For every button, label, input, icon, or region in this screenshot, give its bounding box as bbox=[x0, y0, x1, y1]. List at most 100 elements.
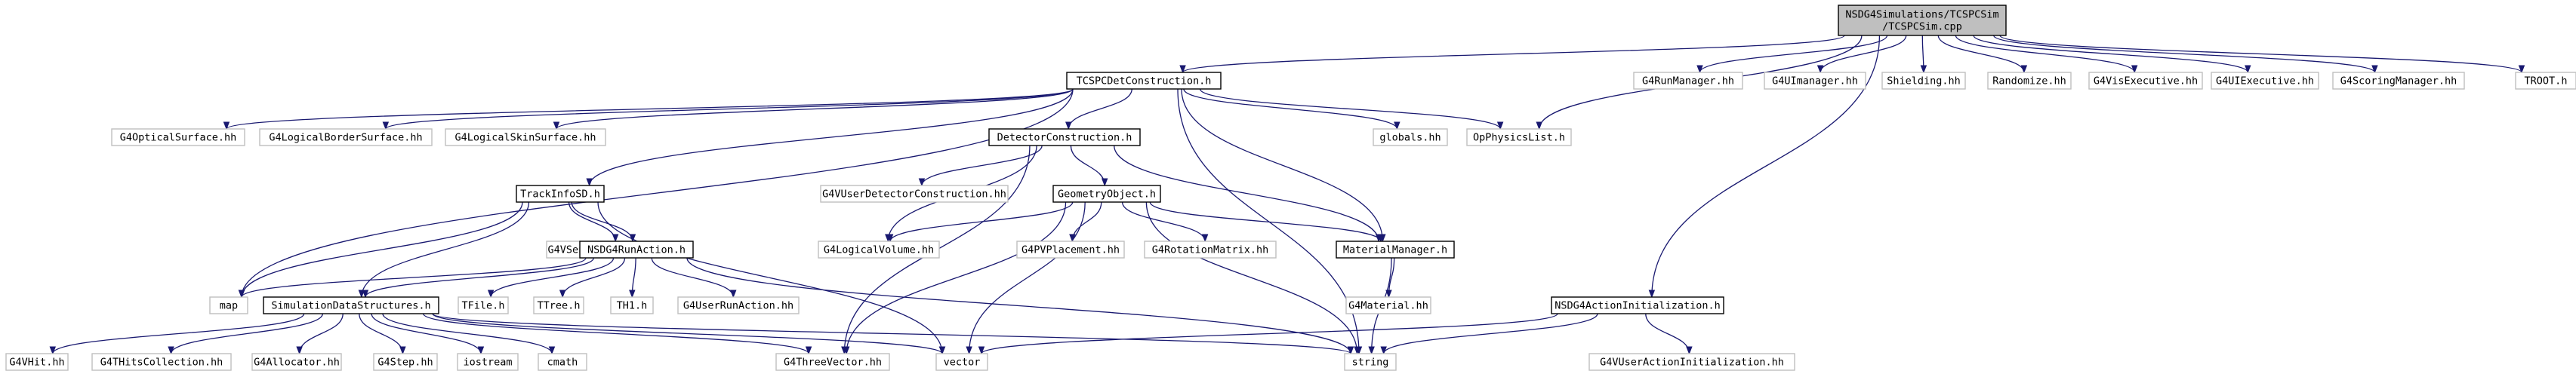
node-TH1: TH1.h bbox=[610, 296, 654, 314]
node-box-Shielding bbox=[1881, 72, 1966, 90]
arrowhead-SimulationDataStructures-to-G4Allocator bbox=[296, 346, 303, 355]
edge-TCSPCDetConstruction-to-DetectorConstruction bbox=[1068, 88, 1132, 130]
node-G4LogicalVolume: G4LogicalVolume.hh bbox=[818, 241, 940, 259]
edge-GeometryObject-to-MaterialManager bbox=[1149, 201, 1382, 242]
node-G4UIExecutive: G4UIExecutive.hh bbox=[2211, 72, 2319, 90]
node-label-G4VUserActionInitialization: G4VUserActionInitialization.hh bbox=[1600, 357, 1784, 369]
node-label-G4OpticalSurface: G4OpticalSurface.hh bbox=[120, 132, 236, 144]
node-label-TH1: TH1.h bbox=[617, 300, 648, 312]
node-SimulationDataStructures[interactable]: SimulationDataStructures.h bbox=[263, 296, 439, 314]
node-box-G4Allocator bbox=[251, 353, 342, 371]
arrowhead-NSDG4RunAction-to-G4UserRunAction bbox=[730, 290, 737, 299]
edge-root-to-NSDG4ActionInitialization bbox=[1651, 35, 1881, 298]
arrowhead-GeometryObject-to-string bbox=[1354, 346, 1360, 355]
node-label-NSDG4ActionInitialization: NSDG4ActionInitialization.h bbox=[1555, 300, 1720, 312]
node-TCSPCDetConstruction[interactable]: TCSPCDetConstruction.h bbox=[1066, 72, 1222, 90]
arrowhead-NSDG4RunAction-to-TFile bbox=[487, 290, 495, 299]
node-label-GeometryObject: GeometryObject.h bbox=[1058, 188, 1156, 201]
node-GeometryObject[interactable]: GeometryObject.h bbox=[1052, 185, 1161, 203]
node-box-TROOT bbox=[2515, 72, 2576, 90]
node-label-G4LogicalSkinSurface: G4LogicalSkinSurface.hh bbox=[455, 132, 596, 144]
node-box-G4VUserActionInitialization bbox=[1588, 353, 1795, 371]
edge-root-to-TROOT bbox=[1999, 35, 2522, 73]
edge-NSDG4RunAction-to-map bbox=[241, 257, 587, 298]
edge-NSDG4RunAction-to-G4UserRunAction bbox=[651, 257, 734, 298]
node-box-OpPhysicsList bbox=[1466, 128, 1572, 146]
arrowhead-DetectorConstruction-to-G4VUserDetectorConstruction bbox=[918, 178, 926, 187]
node-label-DetectorConstruction: DetectorConstruction.h bbox=[997, 132, 1132, 144]
arrowhead-root-to-G4UImanager bbox=[1816, 65, 1824, 74]
node-TTree: TTree.h bbox=[533, 296, 584, 314]
node-label-G4Material: G4Material.hh bbox=[1348, 300, 1428, 312]
node-label-cmath: cmath bbox=[547, 357, 578, 369]
arrowhead-NSDG4RunAction-to-SimulationDataStructures bbox=[362, 290, 369, 299]
node-root[interactable]: NSDG4Simulations/TCSPCSim/TCSPCSim.cpp bbox=[1838, 5, 2007, 36]
node-G4Material: G4Material.hh bbox=[1345, 296, 1431, 314]
arrowhead-root-to-G4RunManager bbox=[1696, 65, 1703, 74]
node-box-globals bbox=[1373, 128, 1448, 146]
edge-root-to-G4UIExecutive bbox=[1973, 35, 2248, 73]
node-OpPhysicsList: OpPhysicsList.h bbox=[1466, 128, 1572, 146]
arrowhead-TCSPCDetConstruction-to-G4OpticalSurface bbox=[223, 121, 230, 130]
arrowhead-SimulationDataStructures-to-G4Step bbox=[399, 346, 406, 355]
node-box-NSDG4ActionInitialization bbox=[1551, 296, 1724, 314]
node-box-TTree bbox=[533, 296, 584, 314]
node-box-G4ThreeVector bbox=[775, 353, 890, 371]
node-NSDG4ActionInitialization[interactable]: NSDG4ActionInitialization.h bbox=[1551, 296, 1724, 314]
node-box-G4Material bbox=[1345, 296, 1431, 314]
node-G4VisExecutive: G4VisExecutive.hh bbox=[2088, 72, 2203, 90]
node-box-G4RunManager bbox=[1633, 72, 1743, 90]
node-TrackInfoSD[interactable]: TrackInfoSD.h bbox=[516, 185, 605, 203]
edge-TCSPCDetConstruction-to-TrackInfoSD bbox=[589, 88, 1074, 186]
edge-GeometryObject-to-vector bbox=[968, 201, 1086, 354]
arrowhead-NSDG4ActionInitialization-to-G4VUserActionInitialization bbox=[1686, 346, 1693, 355]
node-G4ScoringManager: G4ScoringManager.hh bbox=[2332, 72, 2465, 90]
node-vector: vector bbox=[935, 353, 988, 371]
node-label-G4UIExecutive: G4UIExecutive.hh bbox=[2216, 75, 2314, 87]
node-label-G4Allocator: G4Allocator.hh bbox=[254, 357, 340, 369]
edge-SimulationDataStructures-to-vector bbox=[432, 313, 943, 354]
node-label-OpPhysicsList: OpPhysicsList.h bbox=[1473, 132, 1565, 144]
arrowhead-DetectorConstruction-to-GeometryObject bbox=[1101, 178, 1108, 187]
node-MaterialManager[interactable]: MaterialManager.h bbox=[1336, 241, 1455, 259]
edge-TCSPCDetConstruction-to-G4LogicalBorderSurface bbox=[385, 88, 1074, 130]
arrowhead-GeometryObject-to-G4ThreeVector bbox=[843, 346, 850, 355]
arrowhead-SimulationDataStructures-to-G4THitsCollection bbox=[168, 346, 174, 355]
edge-root-to-G4UImanager bbox=[1820, 35, 1907, 73]
edge-SimulationDataStructures-to-G4Allocator bbox=[298, 313, 344, 354]
edge-TCSPCDetConstruction-to-MaterialManager bbox=[1181, 88, 1383, 242]
node-TFile: TFile.h bbox=[458, 296, 509, 314]
node-box-G4Step bbox=[373, 353, 438, 371]
node-label-G4VUserDetectorConstruction: G4VUserDetectorConstruction.hh bbox=[822, 188, 1006, 201]
edge-TrackInfoSD-to-vector bbox=[597, 201, 943, 354]
node-box-NSDG4RunAction bbox=[579, 241, 694, 259]
arrowhead-TCSPCDetConstruction-to-TrackInfoSD bbox=[586, 178, 593, 187]
node-box-G4VUserDetectorConstruction bbox=[820, 185, 1009, 203]
node-label-TFile: TFile.h bbox=[462, 300, 505, 312]
arrowhead-root-to-Randomize bbox=[2020, 65, 2028, 74]
edge-TCSPCDetConstruction-to-G4LogicalSkinSurface bbox=[556, 88, 1074, 130]
node-label-iostream: iostream bbox=[463, 357, 512, 369]
arrowhead-NSDG4ActionInitialization-to-string bbox=[1380, 346, 1387, 355]
node-label-TROOT: TROOT.h bbox=[2525, 75, 2568, 87]
node-box-TCSPCDetConstruction bbox=[1066, 72, 1222, 90]
node-box-G4THitsCollection bbox=[91, 353, 232, 371]
node-box-map bbox=[209, 296, 248, 314]
arrowhead-root-to-G4ScoringManager bbox=[2371, 65, 2378, 74]
arrowhead-SimulationDataStructures-to-cmath bbox=[548, 346, 556, 355]
node-G4PVPlacement: G4PVPlacement.hh bbox=[1016, 241, 1125, 259]
node-G4LogicalSkinSurface: G4LogicalSkinSurface.hh bbox=[445, 128, 606, 146]
node-label-globals: globals.hh bbox=[1379, 132, 1441, 144]
node-box-G4RotationMatrix bbox=[1144, 241, 1277, 259]
arrowhead-NSDG4RunAction-to-TTree bbox=[559, 290, 566, 299]
edges-layer bbox=[49, 35, 2525, 355]
node-label-G4ScoringManager: G4ScoringManager.hh bbox=[2340, 75, 2457, 87]
arrowhead-GeometryObject-to-G4RotationMatrix bbox=[1201, 234, 1209, 243]
node-DetectorConstruction[interactable]: DetectorConstruction.h bbox=[988, 128, 1141, 146]
node-NSDG4RunAction[interactable]: NSDG4RunAction.h bbox=[579, 241, 694, 259]
node-box-Randomize bbox=[1987, 72, 2072, 90]
arrowhead-GeometryObject-to-G4LogicalVolume bbox=[886, 234, 894, 243]
node-label-SimulationDataStructures: SimulationDataStructures.h bbox=[271, 300, 430, 312]
node-G4UImanager: G4UImanager.hh bbox=[1764, 72, 1866, 90]
